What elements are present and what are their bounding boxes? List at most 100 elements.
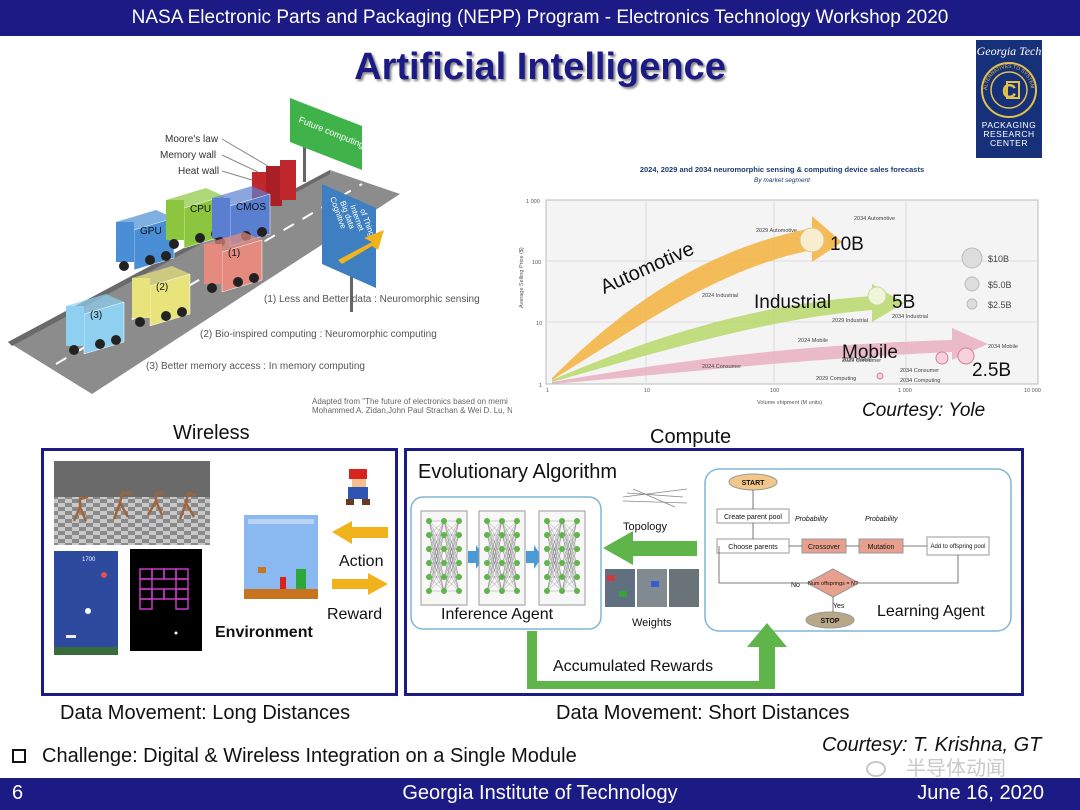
bubble [867,286,887,306]
wheel [161,251,171,261]
challenge-text: Challenge: Digital & Wireless Integratio… [42,745,577,767]
footer-date: June 16, 2020 [917,782,1044,804]
bubble [935,351,949,365]
neuron [499,588,505,594]
wheel [249,273,259,283]
legend-label: $5.0B [988,280,1012,290]
segment-label-mobile: Mobile [842,342,898,363]
x-axis-label: Volume shipment (M units) [757,400,822,406]
neuron [456,546,462,552]
neuron [559,588,565,594]
neuron [426,518,432,524]
bubble [876,372,884,380]
neuron [441,546,447,552]
wheel [169,239,179,249]
logo-brand: Georgia Tech [976,44,1042,58]
neuron [499,546,505,552]
neuron [426,546,432,552]
logo-line: RESEARCH [983,129,1035,139]
forecast-title: 2024, 2029 and 2034 neuromorphic sensing… [640,165,924,174]
logo-line: PACKAGING [981,120,1037,130]
watermark-text: 半导体动闻 [906,758,1006,780]
segment-value-automotive: 10B [830,234,864,255]
neuron [499,574,505,580]
note-2: (2) Bio-inspired computing : Neuromorphi… [200,329,437,340]
point-label: 2024 Consumer [702,364,741,370]
sales-forecast-chart: 2024, 2029 and 2034 neuromorphic sensing… [512,158,1052,422]
point-label: 2034 Computing [900,378,940,384]
neuron [456,532,462,538]
neuron [484,546,490,552]
flow-decision-label: Num offsprings = N? [808,581,858,587]
vehicle-5: (3) [66,294,125,355]
neural-net-2 [538,510,586,606]
action-arrow-icon [332,521,388,544]
accumulated-rewards-label: Accumulated Rewards [553,658,713,675]
flow-no-label: No [791,582,800,589]
neural-net-0 [420,510,468,606]
x-tick: 10 000 [1024,388,1041,394]
watermark: 半导体动闻 [866,752,1006,781]
neuron [574,546,580,552]
footer-bar: 6 Georgia Institute of Technology June 1… [0,778,1080,810]
vehicle-label: (3) [90,310,102,321]
vehicle-label: (2) [156,282,168,293]
flow-stop-label: STOP [821,618,840,625]
point-label: 2034 Industrial [892,314,928,320]
neural-net-1 [478,510,526,606]
legend-bubble [964,276,980,292]
automotive-arrow [552,216,842,380]
doodle-game-screen: 1700 [54,551,118,655]
neuron [514,532,520,538]
point-label: 2024 Mobile [798,338,828,344]
note-3: (3) Better memory access : In memory com… [146,361,365,372]
vehicle-label: CPU [190,204,211,215]
segment-value-industrial: 5B [892,292,915,313]
neuron [484,518,490,524]
net-arrow-icon [526,545,542,569]
x-tick: 1 000 [898,388,912,394]
point-label: 2034 Automotive [854,216,895,222]
wheel [95,339,105,349]
accumulated-rewards-arrow [527,623,787,689]
neuron [441,518,447,524]
wheel [233,277,243,287]
neuron [514,546,520,552]
breakout-game-screen [130,549,202,651]
legend-bubble [966,298,978,310]
x-tick: 1 [546,388,549,394]
wheel [257,227,267,237]
point-label: 2034 Mobile [988,344,1018,350]
neuron [484,574,490,580]
neuron [484,560,490,566]
neuron [499,560,505,566]
topology-label: Topology [623,521,668,533]
y-tick: 100 [532,260,541,266]
vehicle-0: GPU [116,210,175,271]
flow-stop [805,611,855,629]
neuron [456,518,462,524]
neuron [514,560,520,566]
neuron [544,532,550,538]
wireless-label: Wireless [173,422,250,444]
neuron [559,560,565,566]
short-distances-label: Data Movement: Short Distances [556,702,850,724]
topology-graphic [622,488,688,508]
applications-sign: Cognitive Big data Internet of Things [322,184,378,312]
neuron [441,574,447,580]
computing-roadmap-illustration: Moore's law Memory wall Heat wall Future… [8,98,520,415]
citation-line: Adapted from "The future of electronics … [312,397,508,406]
neuron [544,546,550,552]
neuron [441,560,447,566]
flow-crossover-label: Crossover [808,544,841,551]
georgia-tech-prc-logo: Georgia Tech ALTERNATIVES TO SYSTEM ON C… [976,40,1042,162]
reward-label: Reward [327,606,382,623]
neuron [426,574,432,580]
neuron [559,546,565,552]
neuron [574,532,580,538]
game-score: 1700 [82,557,96,563]
y-axis-label: Average Selling Price ($) [519,247,525,308]
flow-start-label: START [742,480,766,487]
point-label: 2029 Industrial [832,318,868,324]
vehicle-label: GPU [140,226,162,237]
